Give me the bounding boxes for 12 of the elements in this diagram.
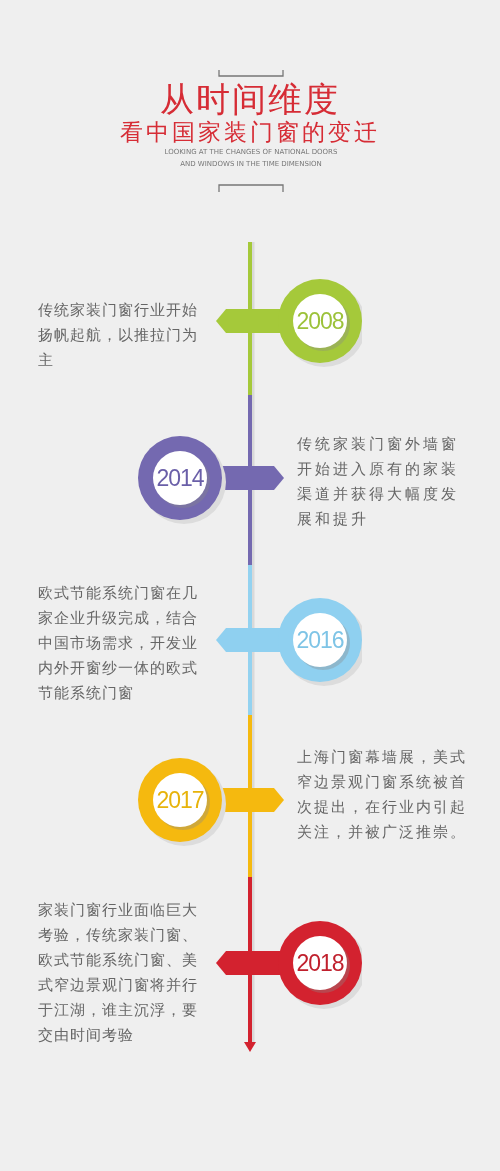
description-text: 传统家装门窗行业开始扬帆起航，以推拉门为主 [38, 300, 199, 371]
description-text: 欧式节能系统门窗在几家企业升级完成，结合中国市场需求，开发业内外开窗纱一体的欧式节能系统门窗 [38, 583, 199, 704]
year-label: 2008 [295, 308, 345, 334]
year-label: 2016 [295, 627, 345, 653]
title: 从时间维度 [159, 80, 341, 118]
year-label: 2014 [155, 465, 205, 491]
description-text: 家装门窗行业面临巨大考验，传统家装门窗、欧式节能系统门窗、美式窄边景观门窗将并行于江湖，谁主沉浮，要交由时间考验 [38, 900, 199, 1046]
description-text: 传统家装门窗外墙窗开始进入原有的家装渠道并获得大幅度发展和提升 [297, 434, 460, 530]
subtitle: 看中国家装门窗的变迁 [119, 118, 381, 146]
year-label: 2017 [155, 787, 205, 813]
description-text: 上海门窗幕墙展，美式窄边景观门窗系统被首次提出，在行业内引起关注，并被广泛推崇。 [297, 747, 467, 843]
year-label: 2018 [295, 950, 345, 976]
